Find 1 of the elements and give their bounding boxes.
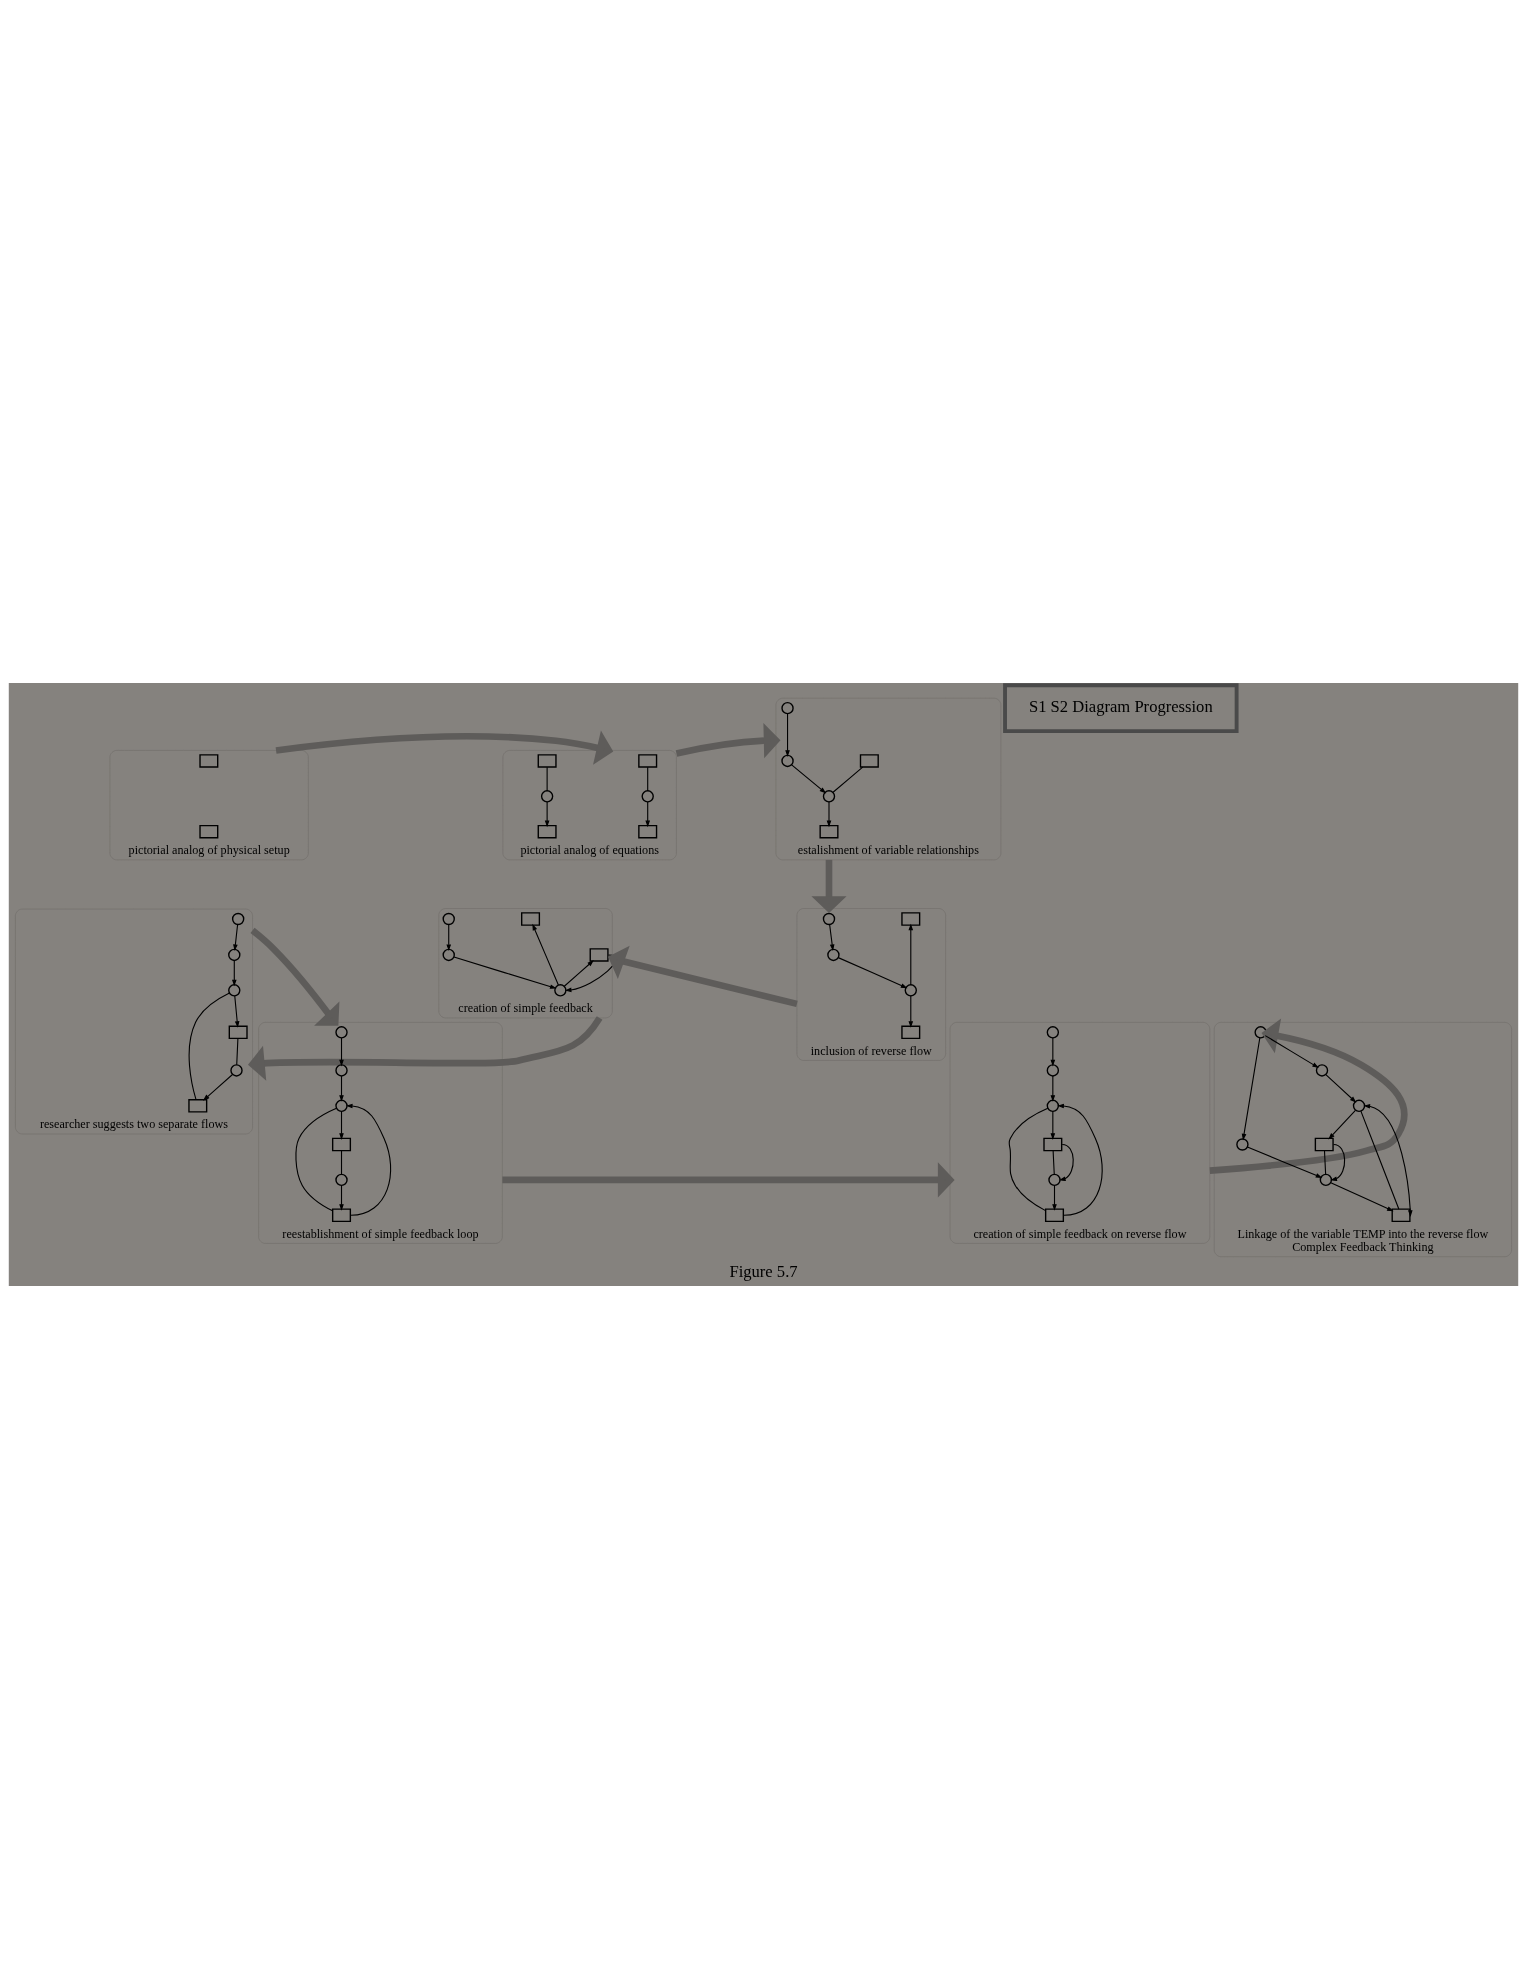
caption: Figure 5.7 xyxy=(729,1261,798,1281)
